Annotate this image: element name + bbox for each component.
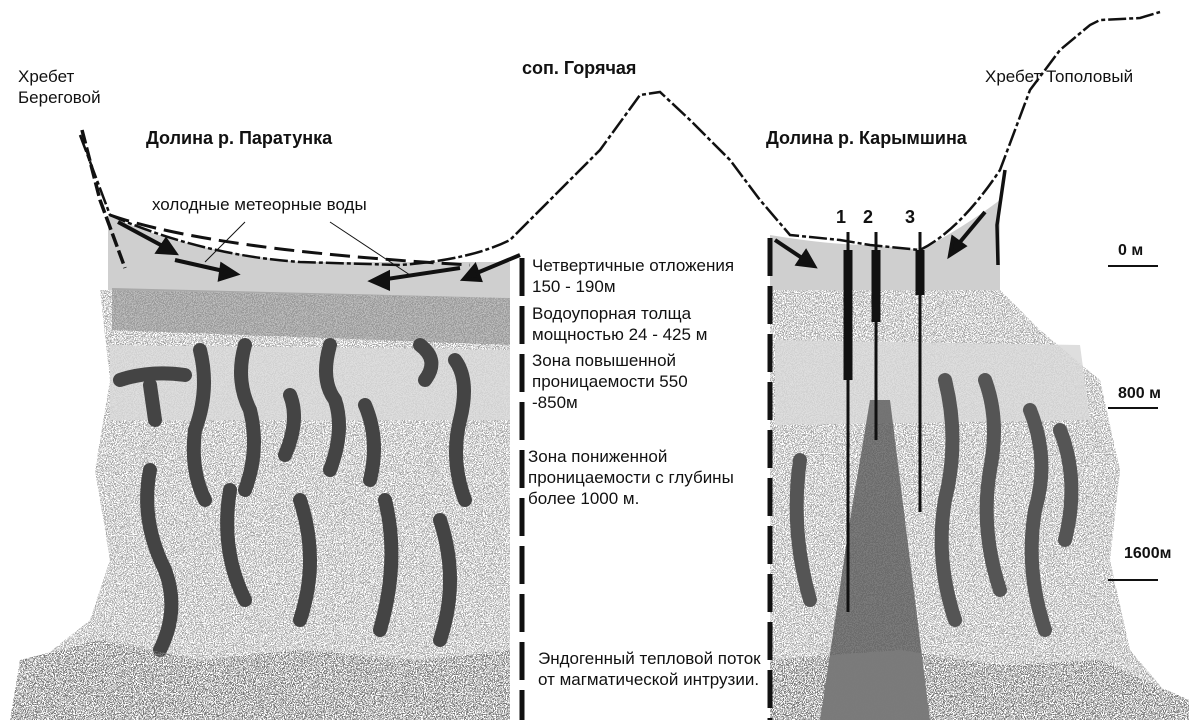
left-block: [10, 215, 510, 720]
right-permeable-band: [775, 340, 1090, 425]
depth-scale-800: 800 м: [1118, 385, 1161, 403]
meteoric-waters-label: холодные метеорные воды: [152, 194, 367, 215]
layer-quaternary: Четвертичные отложения 150 - 190м: [532, 255, 757, 297]
layer-aquitard: Водоупорная толща мощностью 24 - 425 м: [532, 303, 757, 345]
depth-scale-1600: 1600м: [1124, 545, 1171, 563]
right-ridge-edge: [997, 170, 1005, 265]
well-3-label: 3: [905, 207, 915, 228]
layer-high-permeability: Зона повышенной проницаемости 550 -850м: [532, 350, 732, 413]
right-ridge-label: Хребет Тополовый: [985, 66, 1133, 87]
well-2-label: 2: [863, 207, 873, 228]
depth-scale-0: 0 м: [1118, 242, 1143, 260]
layer-low-permeability: Зона пониженной проницаемости с глубины …: [528, 446, 763, 509]
depth-scale-ticks: [1108, 266, 1158, 580]
right-valley-label: Долина р. Карымшина: [766, 128, 967, 149]
left-ridge-label: Хребет Береговой: [18, 66, 148, 108]
peak-label: соп. Горячая: [522, 58, 636, 79]
well-1-label: 1: [836, 207, 846, 228]
left-valley-label: Долина р. Паратунка: [146, 128, 332, 149]
right-block: [770, 200, 1189, 720]
layer-endogenous-heat: Эндогенный тепловой поток от магматическ…: [538, 648, 778, 690]
left-quaternary-layer: [108, 215, 510, 298]
